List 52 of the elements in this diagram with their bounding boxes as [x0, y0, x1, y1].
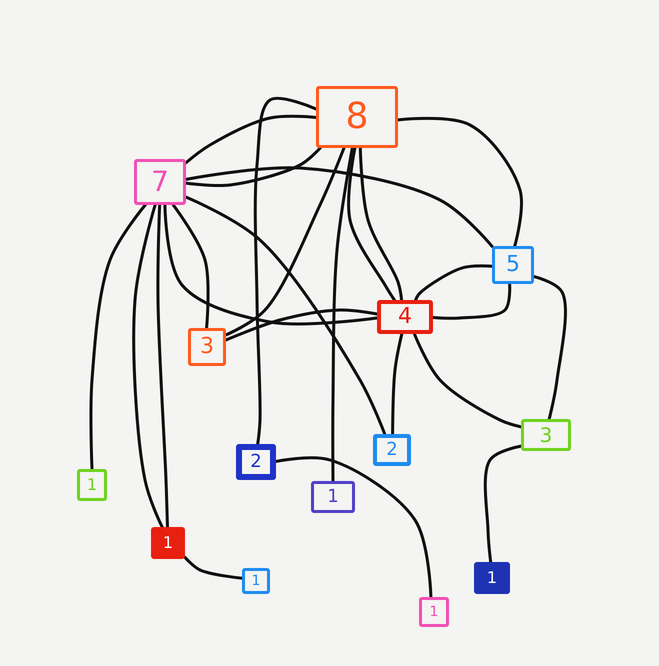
connector-line [254, 96, 318, 446]
node-number: 1 [252, 574, 260, 588]
node-number: 1 [430, 605, 438, 619]
number-box [521, 419, 571, 451]
number-box [188, 328, 226, 366]
connector-line [414, 264, 494, 302]
number-box [242, 568, 270, 594]
number-box [492, 246, 534, 284]
connector-line [132, 204, 164, 528]
number-box [316, 86, 398, 148]
number-box [474, 562, 510, 594]
connector-line [391, 332, 404, 436]
node-number: 2 [386, 441, 398, 459]
connector-line [156, 204, 169, 528]
node-number: 3 [200, 336, 214, 358]
number-box [77, 469, 107, 501]
connector-line [224, 308, 378, 342]
connector-line [224, 146, 346, 336]
connector-line [432, 282, 512, 320]
node-number: 2 [250, 453, 262, 471]
node-number: 4 [398, 306, 412, 328]
connector-line [184, 556, 244, 580]
number-box [134, 159, 186, 205]
connector-line [396, 116, 523, 248]
number-box [419, 597, 449, 627]
node-number: 7 [151, 168, 169, 196]
number-box [373, 434, 411, 466]
number-box [377, 300, 433, 334]
node-number: 3 [540, 425, 552, 445]
connector-line [184, 166, 494, 248]
node-number: 5 [506, 254, 520, 276]
number-box [151, 527, 185, 559]
connector-line [347, 146, 396, 302]
node-number: 1 [162, 535, 174, 551]
connector-line [184, 196, 386, 436]
number-box [236, 444, 276, 480]
connector-line [184, 146, 322, 188]
node-number: 1 [486, 570, 498, 586]
connector-line [484, 444, 522, 564]
number-box [311, 481, 355, 513]
connector-line [89, 204, 147, 470]
connector-line [163, 204, 378, 326]
connector-line [184, 114, 318, 164]
node-number: 8 [346, 99, 368, 135]
connector-line [274, 456, 432, 598]
node-number: 1 [327, 488, 339, 506]
connector-line [412, 332, 522, 428]
connector-line [331, 146, 354, 482]
connector-line [358, 146, 404, 302]
connector-line [172, 204, 210, 330]
connector-line [532, 275, 567, 420]
node-number: 1 [86, 477, 98, 493]
